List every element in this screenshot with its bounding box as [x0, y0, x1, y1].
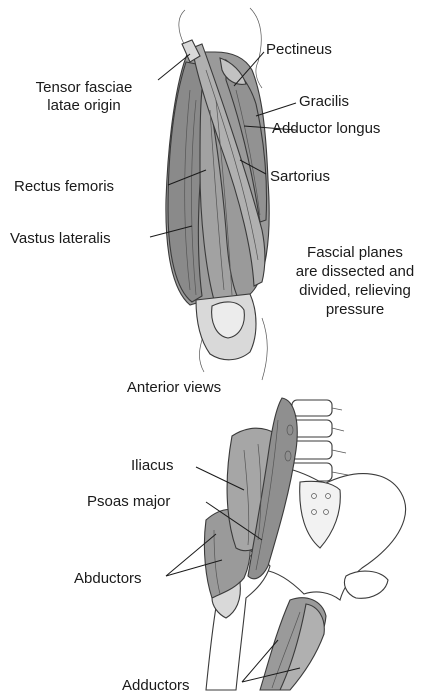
label-tensor-line2: latae origin — [47, 97, 120, 114]
label-sartorius: Sartorius — [270, 168, 330, 185]
label-fascial-line2: are dissected and — [296, 263, 414, 280]
label-fascial-line1: Fascial planes — [307, 244, 403, 261]
label-pectineus: Pectineus — [266, 41, 332, 58]
obturator-foramen — [344, 571, 388, 598]
bottom-labels: Iliacus Psoas major Abductors Adductors — [74, 457, 190, 694]
label-psoas-major: Psoas major — [87, 493, 170, 510]
label-iliacus: Iliacus — [131, 457, 174, 474]
label-anterior-views: Anterior views — [127, 379, 221, 396]
label-adductor-longus: Adductor longus — [272, 120, 380, 137]
label-abductors: Abductors — [74, 570, 142, 587]
label-gracilis: Gracilis — [299, 93, 349, 110]
label-fascial-line3: divided, relieving — [299, 282, 411, 299]
label-vastus-lateralis: Vastus lateralis — [10, 230, 111, 247]
label-rectus-femoris: Rectus femoris — [14, 178, 114, 195]
label-tensor-line1: Tensor fasciae — [36, 79, 133, 96]
pelvis-illustration — [204, 398, 405, 690]
label-fascial-line4: pressure — [326, 301, 384, 318]
label-adductors: Adductors — [122, 677, 190, 694]
